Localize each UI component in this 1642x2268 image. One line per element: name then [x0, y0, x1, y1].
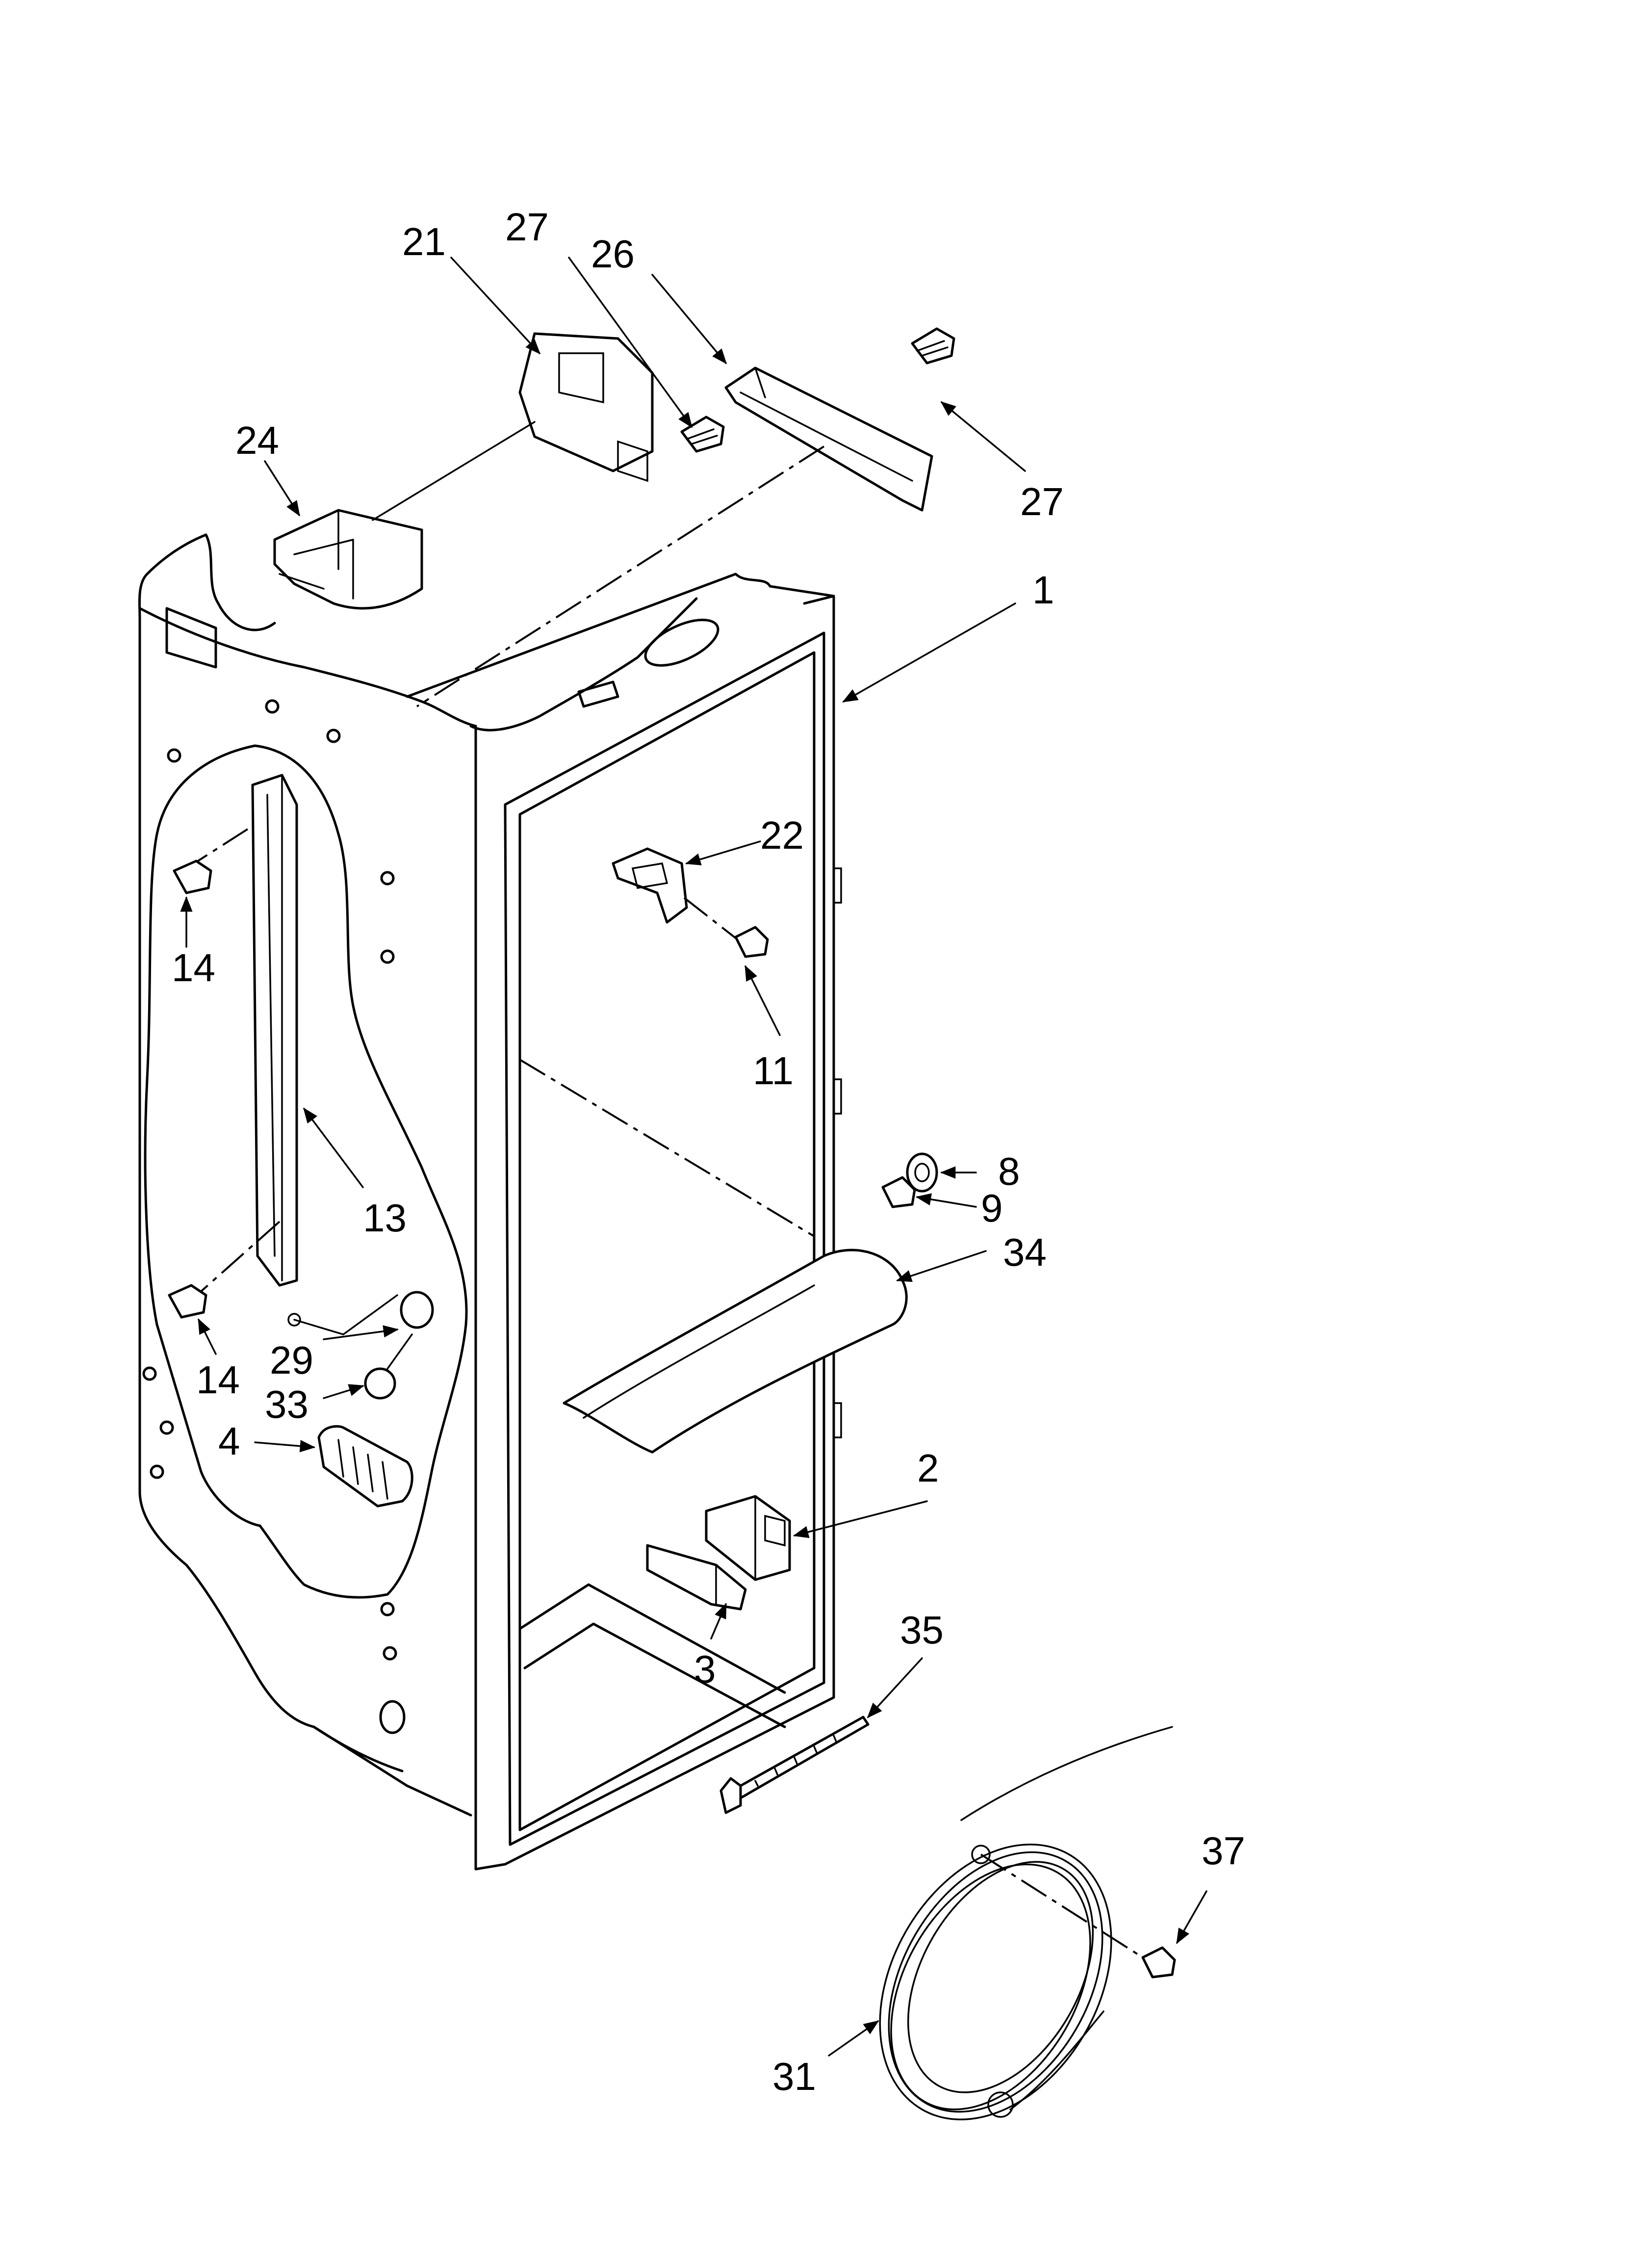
liner-cutaway [144, 744, 468, 1599]
liner-left-wall [138, 573, 472, 1817]
callout-37: 37 [1202, 1829, 1245, 1873]
part-35-cable-tie [719, 1716, 870, 1814]
callout-3: 3 [694, 1647, 716, 1691]
liner-front-frame-outer [474, 595, 835, 1871]
callout-labels: 21 27 26 27 24 1 22 14 11 13 8 9 34 14 2… [172, 205, 1245, 2098]
leader-arrows [180, 257, 1207, 2057]
part-31-tubing-coil [879, 1726, 1173, 2120]
part-34-cover [563, 1249, 908, 1454]
liner-front-frame-inner [504, 631, 825, 1846]
connector-26-liner [416, 445, 825, 707]
part-9-screw [881, 1176, 916, 1208]
liner-front-frame-inner2 [518, 651, 816, 1831]
interior-bottom-pan [518, 1583, 786, 1728]
callout-2: 2 [917, 1446, 939, 1490]
callout-4: 4 [218, 1419, 240, 1463]
liner-top-surface [469, 597, 698, 731]
part-24-control-housing [273, 509, 423, 610]
part-11-screw [734, 926, 769, 958]
part-3-bracket [646, 1544, 747, 1611]
liner-bottom-edge [312, 1725, 404, 1773]
callout-21: 21 [402, 220, 446, 263]
callout-27b: 27 [1020, 480, 1064, 523]
callout-11: 11 [753, 1049, 794, 1093]
callout-27a: 27 [505, 205, 549, 249]
liner-top-slot [577, 680, 619, 708]
callout-13: 13 [363, 1196, 407, 1240]
connector-22-11 [683, 897, 742, 943]
callout-34: 34 [1003, 1230, 1047, 1274]
interior-shelf-dash [519, 1059, 815, 1237]
liner-side-holes [142, 699, 406, 1734]
part-14-screw-lower [168, 1284, 207, 1319]
callout-33: 33 [265, 1382, 308, 1426]
part-13-channel [185, 774, 298, 1301]
part-27-screw-right [911, 327, 955, 365]
callout-35: 35 [900, 1608, 944, 1652]
callout-14b: 14 [196, 1358, 240, 1402]
part-14-screw-upper [173, 860, 212, 894]
connector-31-37 [980, 1853, 1144, 1958]
callout-24: 24 [235, 418, 279, 462]
callout-14a: 14 [172, 946, 215, 990]
part-21-bracket [518, 332, 654, 482]
callout-1: 1 [1032, 568, 1054, 612]
callout-29: 29 [270, 1338, 313, 1382]
part-37-screw [1141, 1946, 1176, 1979]
callout-22: 22 [760, 813, 804, 857]
cabinet-liner [138, 533, 842, 1871]
part-29-lamp-socket [287, 1291, 434, 1335]
liner-top-torn [406, 573, 835, 698]
callout-8: 8 [998, 1149, 1020, 1193]
liner-right-tabs [833, 867, 842, 1438]
part-4-lamp-cover [317, 1425, 413, 1508]
part-2-bracket [705, 1495, 791, 1581]
callout-31: 31 [772, 2055, 816, 2098]
part-26-rail [724, 366, 933, 512]
liner-top-rear [146, 533, 276, 631]
connector-21-24 [372, 421, 536, 521]
callout-26: 26 [591, 232, 635, 276]
liner-top-left-edge [138, 607, 477, 728]
part-33-light-bulb [364, 1333, 413, 1400]
part-8-washer [906, 1152, 938, 1193]
part-22-bracket [612, 847, 688, 924]
callout-9: 9 [981, 1186, 1003, 1230]
liner-top-hole [644, 619, 719, 667]
liner-top-square [165, 607, 217, 669]
